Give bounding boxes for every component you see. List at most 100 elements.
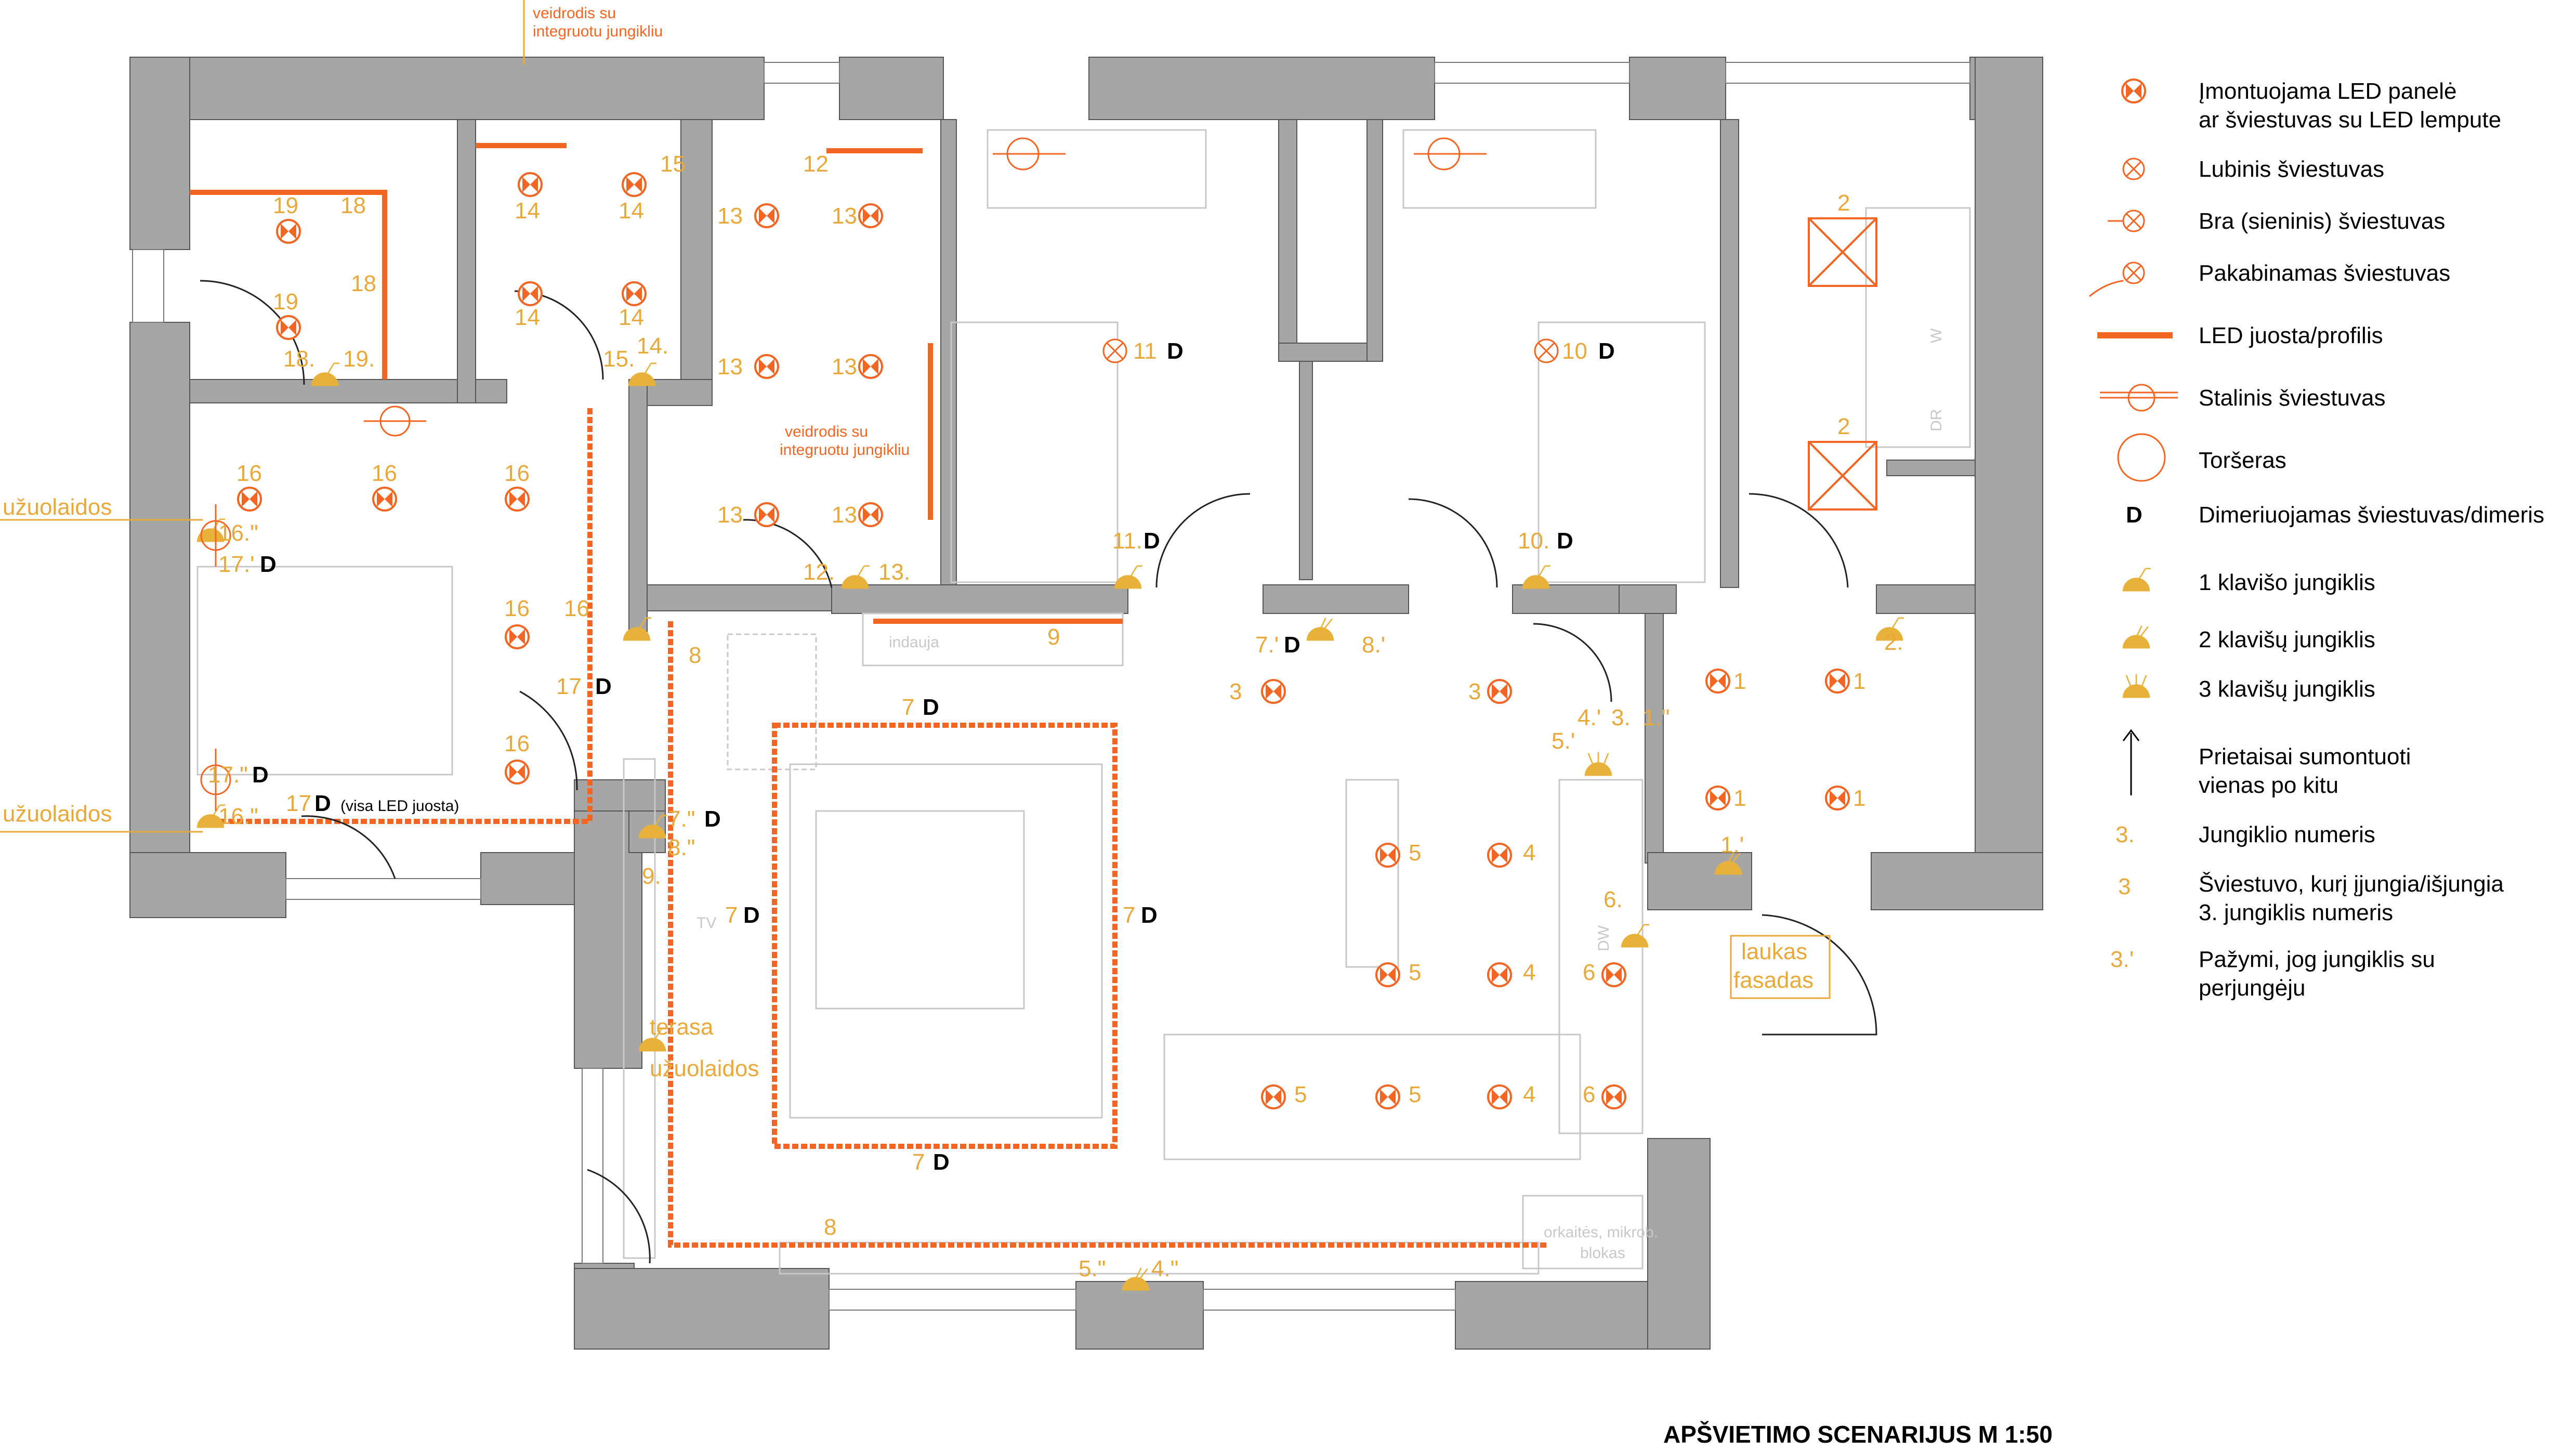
- light-number: 5: [1409, 1082, 1421, 1107]
- walls: [129, 57, 2043, 1350]
- legend-text: Jungiklio numeris: [2199, 822, 2375, 847]
- light-number: 5: [1409, 960, 1421, 985]
- led-panel-icon: [754, 203, 779, 228]
- switch-3-icon: [2122, 673, 2151, 699]
- light-number: 3: [1229, 679, 1242, 704]
- facade-box: [1730, 935, 1831, 999]
- light-number: 1: [1733, 786, 1746, 811]
- dimmer-icon: D: [704, 806, 721, 832]
- light-number: 1: [1853, 786, 1865, 811]
- switch-icon: [840, 565, 871, 590]
- light-number: 14: [515, 198, 540, 224]
- led-panel-icon: [754, 502, 779, 527]
- light-number: 16: [236, 461, 262, 486]
- led-panel-icon: [1705, 669, 1730, 694]
- legend-text: ar šviestuvas su LED lempute: [2199, 107, 2501, 133]
- light-number: 12: [803, 151, 829, 177]
- light-number: 2: [1837, 190, 1850, 216]
- svg-text:laukas: laukas: [1741, 939, 1807, 964]
- led-panel-icon: [1487, 1084, 1512, 1109]
- light-number: 4: [1523, 960, 1535, 985]
- windows: [132, 62, 1970, 1311]
- legend-text: Įmontuojama LED panelė: [2199, 79, 2457, 104]
- light-number: 7: [1123, 902, 1135, 928]
- legend-text: Stalinis šviestuvas: [2199, 385, 2385, 411]
- dimmer-icon: D: [1557, 528, 1573, 554]
- led-panel-icon: [276, 315, 301, 340]
- switch-number: 1.': [1720, 832, 1744, 858]
- switch-number: 6.: [1604, 887, 1623, 912]
- svg-text:blokas: blokas: [1580, 1245, 1625, 1262]
- dimmer-icon: D: [2126, 502, 2143, 528]
- dimmer-icon: D: [260, 552, 277, 577]
- orange-labels: 19 18 19 18 18. 19. 14 14 14 14 15 15. 1…: [208, 151, 1903, 1281]
- led-panel-icon: [1825, 786, 1850, 810]
- light-number: 1: [1853, 669, 1865, 694]
- legend-text: Pakabinamas šviestuvas: [2199, 260, 2450, 286]
- led-panel-icon: [754, 354, 779, 379]
- switch-number: 4.': [1578, 705, 1601, 730]
- plan-notes: veidrodis su integruotu jungikliu veidro…: [3, 5, 1945, 1262]
- led-panel-icon: [372, 487, 397, 512]
- switch-icon: [1113, 565, 1144, 590]
- svg-text:užuolaidos: užuolaidos: [3, 801, 112, 827]
- svg-text:indauja: indauja: [889, 634, 939, 651]
- led-panel-icon: [1487, 679, 1512, 704]
- switch-number: 16.": [218, 520, 258, 546]
- switch-number: 11.: [1112, 528, 1142, 554]
- switch-number: 17.": [208, 762, 248, 788]
- switch-number: 7.': [1255, 632, 1279, 658]
- led-panel-icon: [622, 172, 647, 197]
- curtain-leaders: [0, 0, 525, 833]
- legend-text: Pažymi, jog jungiklis su: [2199, 947, 2435, 972]
- dimmer-icon: D: [743, 902, 760, 928]
- light-number: 2: [1837, 414, 1850, 439]
- svg-text:integruotu jungikliu: integruotu jungikliu: [533, 23, 663, 40]
- svg-text:terasa: terasa: [650, 1014, 714, 1040]
- switch-number: 7.": [668, 806, 695, 832]
- switch-number: 10.: [1518, 528, 1549, 554]
- switch-number: 12.: [803, 559, 835, 585]
- two-way-icon: 3.': [2110, 947, 2134, 972]
- led-panel-icon: [858, 502, 883, 527]
- switch-number: 18.: [283, 346, 315, 372]
- switch-number: 17.': [218, 552, 255, 577]
- legend-text: Prietaisai sumontuoti: [2199, 744, 2411, 769]
- switch-number: 15.: [603, 346, 635, 372]
- led-panel-icon: [505, 760, 530, 784]
- dimmer-markers: D D D D D D D D D D D D D D: [252, 338, 1615, 1175]
- led-panel-icon: [1375, 843, 1400, 868]
- light-number: 16: [504, 731, 530, 756]
- light-number: 14: [619, 305, 644, 330]
- legend-text: Toršeras: [2199, 448, 2286, 473]
- light-number: 11: [1133, 338, 1157, 364]
- switch-icon: [1121, 1267, 1150, 1291]
- wall-light-icon: [2108, 210, 2145, 232]
- switch-2-icon: [2122, 625, 2151, 649]
- switch-icon: [1521, 565, 1552, 590]
- led-panel-icon: [518, 172, 543, 197]
- light-number: 19: [273, 289, 298, 315]
- led-panel-icon: [1375, 1084, 1400, 1109]
- table-lamps: [200, 137, 1487, 811]
- led-panel-icon: [1487, 962, 1512, 987]
- svg-text:užuolaidos: užuolaidos: [3, 494, 112, 520]
- light-number: 6: [1583, 1082, 1595, 1107]
- legend-text: 3. jungiklis numeris: [2199, 900, 2393, 925]
- drawing-title: APŠVIETIMO SCENARIJUS M 1:50: [1663, 1421, 2053, 1448]
- svg-text:integruotu jungikliu: integruotu jungikliu: [780, 441, 910, 459]
- switch-number: 8.': [1362, 632, 1385, 658]
- arrow-up-icon: [2122, 729, 2140, 795]
- svg-text:DW: DW: [1595, 925, 1612, 951]
- light-number: 14: [515, 305, 540, 330]
- led-panel-icon: [276, 219, 301, 244]
- switch-number: 1.": [1642, 705, 1670, 730]
- dimmer-icon: D: [933, 1149, 950, 1175]
- light-number: 4: [1523, 840, 1535, 866]
- legend-text: vienas po kitu: [2199, 773, 2338, 798]
- light-number: 13: [832, 502, 857, 528]
- led-panel-icon: [1601, 1084, 1626, 1109]
- light-number: 19: [273, 193, 298, 218]
- pendant-light-icon: [2089, 261, 2145, 297]
